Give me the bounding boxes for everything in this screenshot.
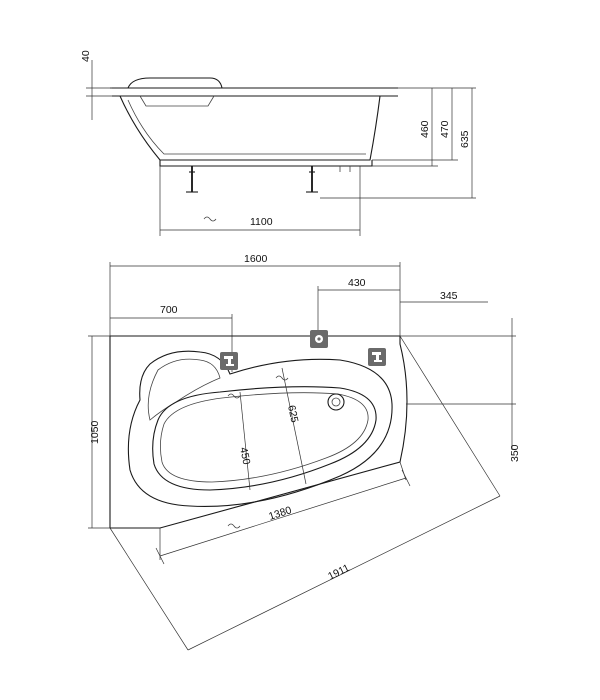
dim-basin-length-ext (159, 461, 407, 560)
top-view: 1600 430 345 700 1050 350 450 625 (88, 253, 521, 651)
side-headrest (127, 77, 223, 89)
dim-width-total-label: 1600 (244, 253, 268, 265)
dim-length-ext (159, 166, 361, 236)
dim-inner-length-line (281, 367, 307, 485)
faucet-icon (368, 348, 386, 366)
basin-outer (127, 350, 393, 507)
side-leg-left (186, 166, 198, 193)
dim-basin-length-label: 1380 (267, 504, 293, 523)
dim-top-depth-label: 1050 (89, 420, 101, 444)
drain-outer (327, 393, 345, 411)
dim-fixture-line (317, 286, 400, 336)
side-leg-mid (339, 166, 351, 172)
drain-inner (331, 397, 341, 407)
side-leg-right (306, 166, 318, 193)
dim-depth-total-label: 635 (459, 130, 471, 148)
dim-diagonal-line (109, 335, 501, 651)
dim-inner-length-label: 625 (285, 404, 300, 424)
dim-length-bottom-label: 1100 (250, 216, 273, 228)
dim-inner-width-label: 450 (237, 446, 252, 466)
side-tub-inner (127, 99, 366, 155)
dim-inner-width-line (239, 391, 251, 491)
basin-headrest (147, 358, 221, 421)
dim-depth-mid-label: 470 (439, 120, 451, 138)
dim-fixture-label: 430 (348, 277, 366, 289)
dim-basin-tilde (227, 523, 241, 529)
tilde-mark (227, 375, 289, 399)
side-headrest-recess (139, 95, 215, 107)
dim-left-offset-label: 700 (160, 304, 178, 316)
dim-rim-ext-top (86, 60, 112, 120)
dim-side-extensions (320, 87, 476, 199)
basin-inner-rim (160, 392, 369, 483)
side-view: 40 460 470 635 1100 (80, 50, 476, 236)
basin-inner (152, 386, 377, 491)
dim-diagonal-label: 1911 (326, 562, 352, 583)
dim-left-offset-line (110, 314, 233, 372)
overflow-icon (310, 330, 328, 348)
faucet-icon (220, 352, 238, 370)
dim-width-total-line (109, 262, 401, 336)
dim-side-right-label: 350 (509, 444, 521, 462)
dim-length-tilde (203, 216, 217, 222)
side-base (159, 160, 373, 167)
side-tub-body (119, 95, 381, 161)
dim-right-offset-label: 345 (440, 290, 458, 302)
dim-depth-inner-label: 460 (419, 120, 431, 138)
dim-rim-height-label: 40 (80, 50, 92, 62)
dim-depth-total-line (88, 335, 110, 529)
dim-side-right-line (400, 318, 516, 414)
